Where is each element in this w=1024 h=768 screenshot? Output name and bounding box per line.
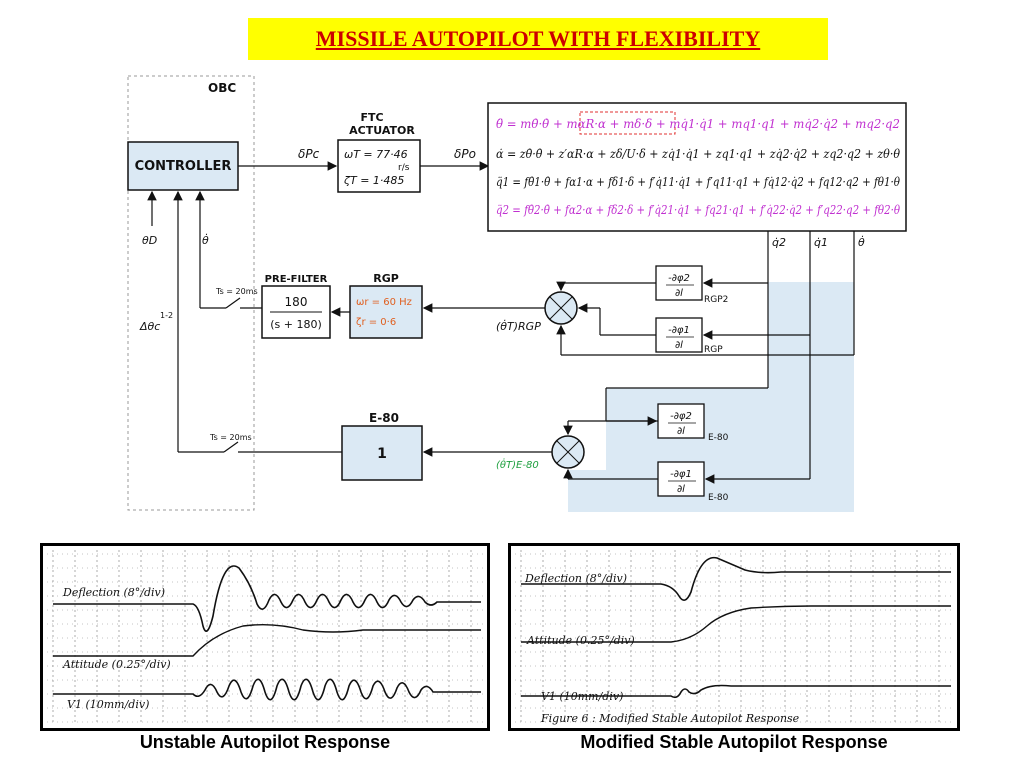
rgp-param-2: ζr = 0·6	[356, 317, 396, 328]
rgp-param-1: ωr = 60 Hz	[356, 297, 412, 308]
prefilter-num: 180	[285, 295, 308, 309]
prefilter-den: (s + 180)	[270, 318, 322, 331]
unstable-deflection-label: Deflection (8°/div)	[62, 586, 165, 599]
e80-block	[341, 425, 423, 481]
stable-response-plot: Deflection (8°/div) Attitude (0.25°/div)…	[515, 550, 953, 725]
dphi1-e80-den: ∂l	[677, 484, 685, 495]
delta-pc-label: δPc	[298, 147, 320, 161]
prefilter-title: PRE-FILTER	[265, 274, 328, 285]
ftc-actuator-block	[337, 139, 421, 193]
page-title: MISSILE AUTOPILOT WITH FLEXIBILITY	[315, 26, 761, 51]
dphi2-e80-num: -∂φ2	[670, 411, 692, 422]
theta-d-label: θD	[142, 234, 157, 247]
equation-highlight-box	[579, 111, 676, 135]
unstable-response-panel: Deflection (8°/div) Attitude (0.25°/div)…	[40, 543, 490, 731]
unstable-v1-label: V1 (10mm/div)	[67, 698, 149, 711]
unstable-grid	[47, 550, 483, 724]
stable-v1-label: V1 (10mm/div)	[541, 690, 623, 703]
stable-v1-trace	[521, 684, 951, 699]
feedback-region	[568, 282, 854, 512]
dphi2-rgp-block	[655, 265, 703, 301]
ftc-param-2: ζT = 1·485	[343, 174, 404, 187]
unstable-attitude-label: Attitude (0.25°/div)	[62, 658, 171, 671]
stable-attitude-label: Attitude (0.25°/div)	[526, 634, 635, 647]
ts-e80-label: Ts = 20ms	[209, 433, 252, 442]
controller-label: CONTROLLER	[135, 159, 232, 174]
title-banner: MISSILE AUTOPILOT WITH FLEXIBILITY	[248, 18, 828, 60]
theta-dot-label: θ̇	[202, 233, 209, 247]
obc-region	[127, 75, 255, 511]
stable-caption: Modified Stable Autopilot Response	[580, 732, 888, 752]
unstable-deflection-trace	[53, 565, 481, 632]
rgp-block	[349, 285, 423, 339]
dphi1-e80-num: -∂φ1	[670, 469, 692, 480]
dphi1-rgp-block	[655, 317, 703, 353]
delta-po-label: δPo	[454, 147, 476, 161]
stable-figure-caption: Figure 6 : Modified Stable Autopilot Res…	[540, 712, 800, 725]
ftc-param-1: ωT = 77·46	[344, 148, 408, 161]
equation-2: α̇ = zθ̇·θ̇ + z′αR·α + zδ/U·δ + zq̇1·q̇1…	[496, 147, 901, 161]
equation-4: q̈2 = fθ̇2·θ̇ + fα2·α + fδ2·δ + f′q̇21·q…	[496, 203, 901, 217]
sum-e80-cross-b	[556, 440, 580, 464]
switch-e80	[223, 441, 239, 453]
stable-grid	[515, 550, 953, 724]
stable-response-panel: Deflection (8°/div) Attitude (0.25°/div)…	[508, 543, 960, 731]
dphi2-rgp-num: -∂φ2	[668, 273, 690, 284]
e80-b-label: E-80	[708, 493, 729, 503]
e80-a-label: E-80	[708, 433, 729, 443]
equation-3: q̈1 = fθ̇1·θ̇ + fα1·α + fδ1·δ + f′q̇11·q…	[496, 175, 901, 189]
ts-rgp-label: Ts = 20ms	[215, 287, 258, 296]
unstable-caption: Unstable Autopilot Response	[139, 732, 391, 752]
rgp2-label: RGP2	[704, 295, 728, 305]
q2dot-label: q̇2	[772, 236, 786, 249]
ftc-title-1: FTC	[360, 111, 383, 124]
delta-theta-label: Δθc	[139, 320, 160, 333]
ftc-param-1-unit: r/s	[398, 163, 410, 173]
rgp-title: RGP	[373, 272, 399, 285]
thetadot-out-label: θ̇	[858, 235, 865, 249]
dphi2-e80-block	[657, 403, 705, 439]
block-diagram: OBC CONTROLLER FTC ACTUATOR ωT = 77·46 r…	[127, 75, 907, 512]
e80-gain: 1	[377, 446, 387, 462]
theta-t-e80-label: (θ̇T)E-80	[496, 457, 539, 471]
sum-rgp-cross-b	[549, 296, 573, 320]
dphi2-e80-den: ∂l	[677, 426, 685, 437]
equation-block	[487, 102, 907, 232]
switch-rgp	[225, 297, 241, 309]
e80-title: E-80	[369, 411, 399, 425]
rgp1-label: RGP	[704, 345, 723, 355]
theta-t-rgp-label: (θ̇T)RGP	[496, 319, 541, 333]
ftc-title-2: ACTUATOR	[349, 124, 415, 137]
equation-1: θ̈ = mθ̇·θ̇ + mαR·α + mδ·δ + mq̇1·q̇1 + …	[496, 117, 900, 131]
dphi2-rgp-den: ∂l	[675, 288, 683, 299]
stable-deflection-trace	[521, 556, 951, 601]
stable-attitude-trace	[521, 605, 951, 643]
unstable-response-plot: Deflection (8°/div) Attitude (0.25°/div)…	[47, 550, 483, 724]
obc-label: OBC	[208, 81, 236, 95]
dphi1-e80-block	[657, 461, 705, 497]
unstable-v1-trace	[53, 678, 481, 701]
controller-block	[127, 141, 239, 191]
stable-deflection-label: Deflection (8°/div)	[524, 572, 627, 585]
q1dot-label: q̇1	[814, 236, 828, 249]
unstable-attitude-trace	[53, 623, 481, 657]
dphi1-rgp-num: -∂φ1	[668, 325, 690, 336]
dphi1-rgp-den: ∂l	[675, 340, 683, 351]
delta-theta-sup: 1-2	[160, 311, 173, 320]
